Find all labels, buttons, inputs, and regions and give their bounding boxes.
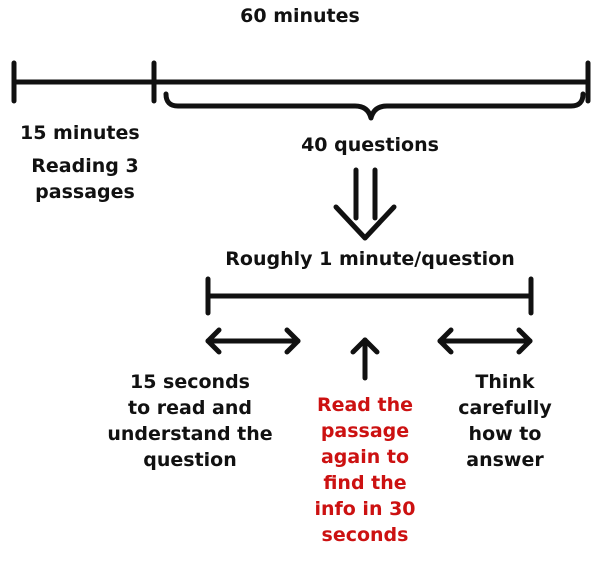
middle-up-arrow-head: [350, 337, 380, 355]
total-time-label: 60 minutes: [240, 5, 360, 27]
read-question-line: to read and: [128, 397, 252, 419]
read-question-line: question: [143, 449, 237, 471]
questions-count-label: 40 questions: [301, 134, 439, 156]
think-answer-line: answer: [466, 449, 544, 471]
read-question-line: 15 seconds: [129, 371, 250, 393]
reading-passages-line: passages: [35, 181, 135, 203]
reread-passage-line: Read the: [316, 394, 414, 416]
right-span-arrow-head-right: [516, 327, 533, 355]
reread-passage-line: seconds: [321, 524, 409, 546]
read-question-line: understand the: [107, 423, 273, 445]
reading-passages-label: Reading 3 passages: [5, 153, 165, 205]
reread-passage-line: again to: [320, 446, 410, 468]
reread-passage-line: find the: [323, 472, 407, 494]
reread-passage-line: passage: [320, 420, 410, 442]
think-answer-line: carefully: [458, 397, 552, 419]
double-arrow-head: [333, 204, 397, 241]
think-answer-description: Think carefully how to answer: [440, 369, 570, 473]
questions-brace: [163, 91, 586, 121]
reading-time-label: 15 minutes: [20, 122, 140, 144]
right-span-arrow-head-left: [437, 327, 454, 355]
left-span-arrow-head-right: [284, 327, 301, 355]
reread-passage-line: info in 30: [314, 498, 416, 520]
reread-passage-description: Read the passage again to find the info …: [300, 392, 430, 548]
time-per-question-label: Roughly 1 minute/question: [225, 248, 515, 270]
read-question-description: 15 seconds to read and understand the qu…: [100, 369, 280, 473]
left-span-arrow-head-left: [205, 327, 222, 355]
think-answer-line: Think: [475, 371, 535, 393]
reading-passages-line: Reading 3: [31, 155, 139, 177]
think-answer-line: how to: [468, 423, 542, 445]
